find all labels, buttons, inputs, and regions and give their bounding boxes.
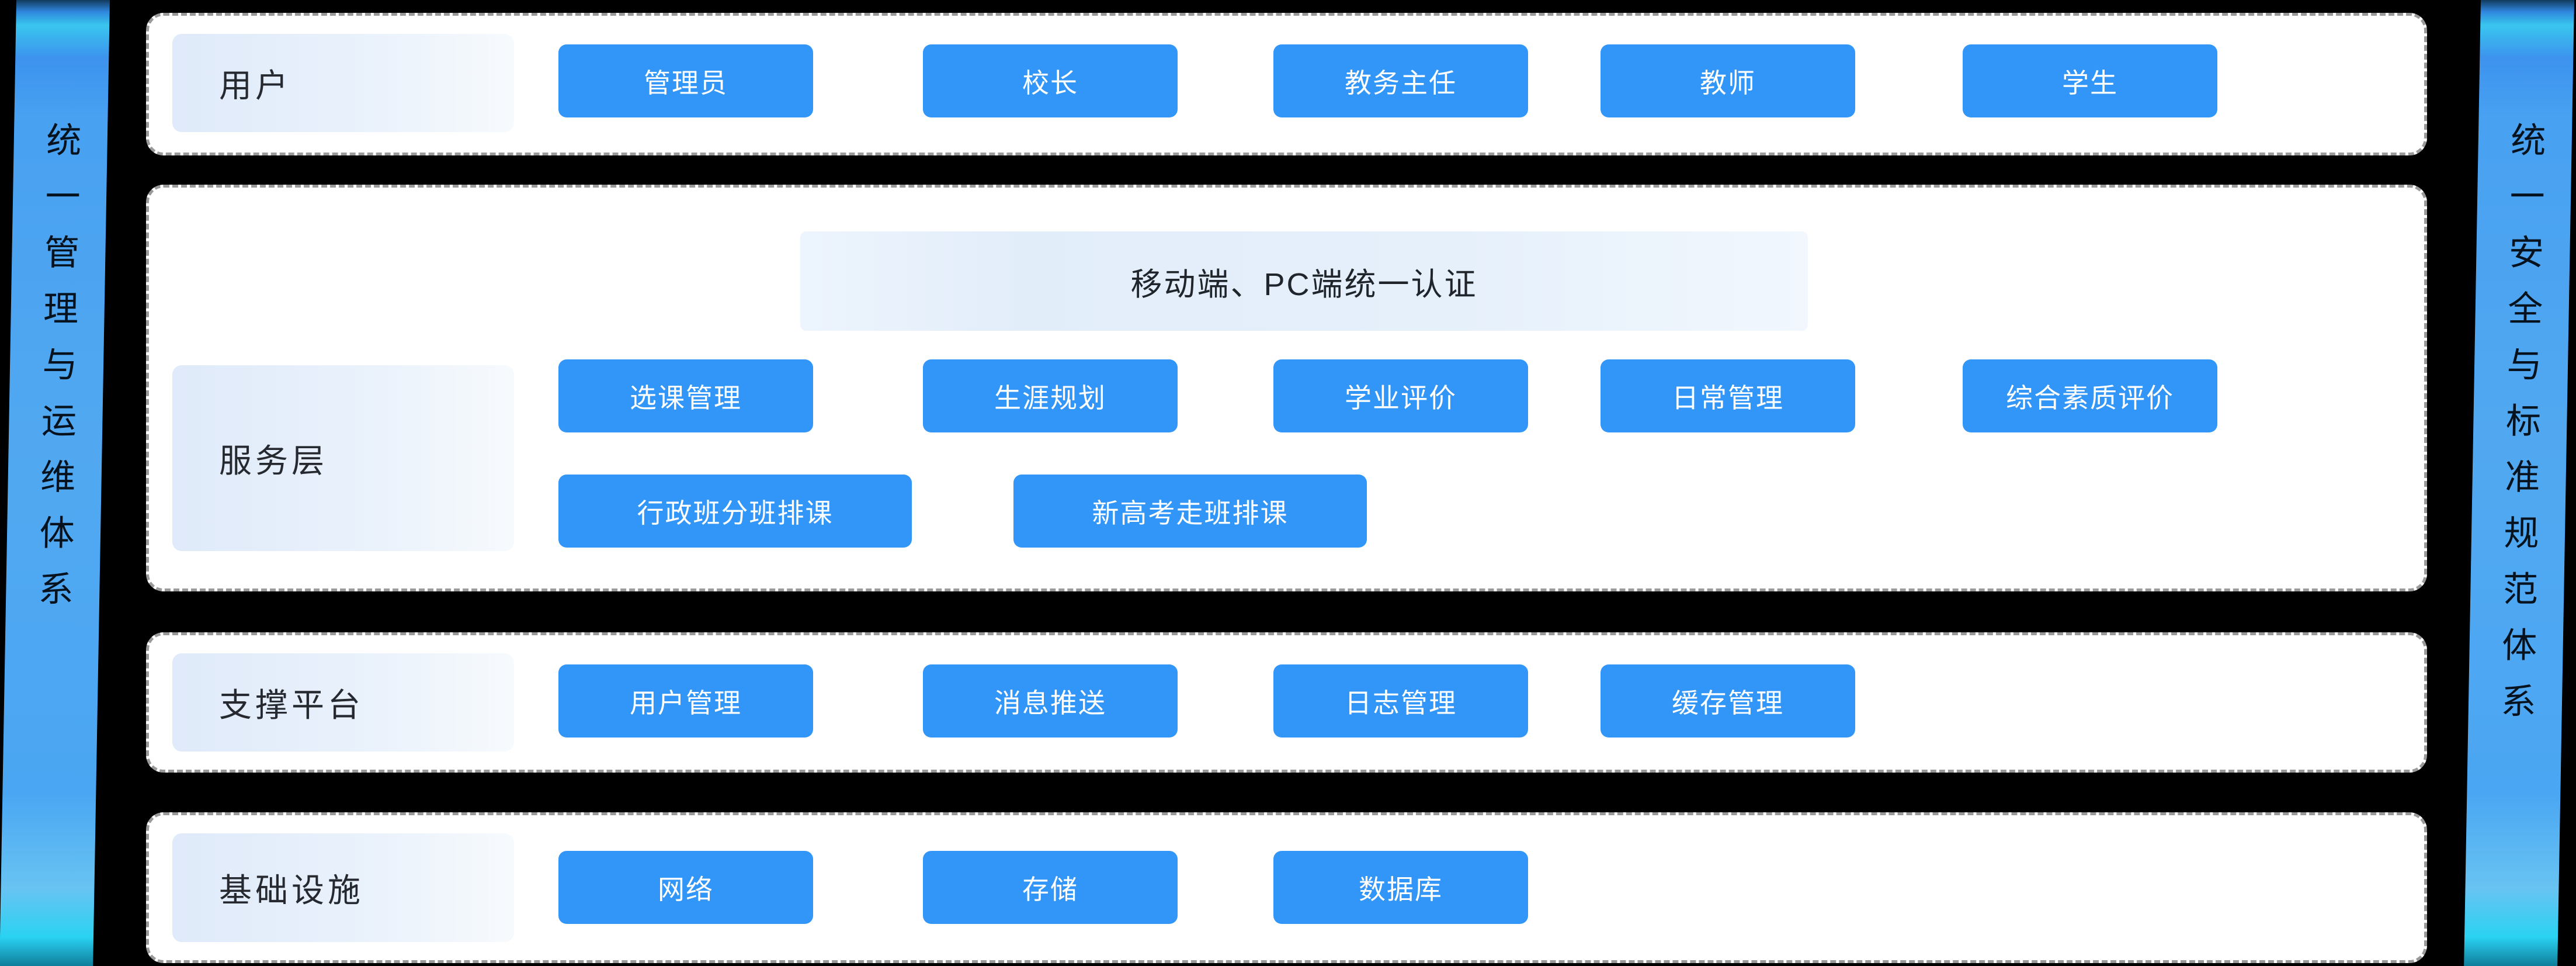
row-service-layer-label: 服务层 [172,365,514,551]
node-message-push[interactable]: 消息推送 [923,664,1178,738]
row-infrastructure: 基础设施 网络 存储 数据库 [146,812,2427,963]
node-storage[interactable]: 存储 [923,851,1178,924]
row-support-platform: 支撑平台 用户管理 消息推送 日志管理 缓存管理 [146,632,2427,773]
right-ribbon-label: 统一安全与标准规范体系 [2495,122,2546,739]
node-course-selection[interactable]: 选课管理 [558,359,813,432]
row-users: 用户 管理员 校长 教务主任 教师 学生 [146,13,2427,155]
node-gaokao-class-scheduling[interactable]: 新高考走班排课 [1013,475,1367,548]
node-admin-class-scheduling[interactable]: 行政班分班排课 [558,475,912,548]
row-users-label: 用户 [172,34,514,132]
node-comprehensive-quality-evaluation[interactable]: 综合素质评价 [1963,359,2217,432]
node-daily-management[interactable]: 日常管理 [1601,359,1855,432]
node-career-planning[interactable]: 生涯规划 [923,359,1178,432]
node-academic-evaluation[interactable]: 学业评价 [1273,359,1528,432]
node-network[interactable]: 网络 [558,851,813,924]
node-dean[interactable]: 教务主任 [1273,44,1528,117]
row-infrastructure-label: 基础设施 [172,833,514,942]
node-admin[interactable]: 管理员 [558,44,813,117]
node-principal[interactable]: 校长 [923,44,1178,117]
right-ribbon: 统一安全与标准规范体系 [2464,0,2574,966]
unified-auth-banner: 移动端、PC端统一认证 [800,231,1808,331]
node-user-management[interactable]: 用户管理 [558,664,813,738]
row-service-layer: 移动端、PC端统一认证 服务层 选课管理 生涯规划 学业评价 日常管理 综合素质… [146,185,2427,591]
left-ribbon-label: 统一管理与运维体系 [33,122,81,626]
node-teacher[interactable]: 教师 [1601,44,1855,117]
node-database[interactable]: 数据库 [1273,851,1528,924]
left-ribbon: 统一管理与运维体系 [0,0,110,966]
row-support-platform-label: 支撑平台 [172,653,514,752]
node-cache-management[interactable]: 缓存管理 [1601,664,1855,738]
node-student[interactable]: 学生 [1963,44,2217,117]
node-log-management[interactable]: 日志管理 [1273,664,1528,738]
